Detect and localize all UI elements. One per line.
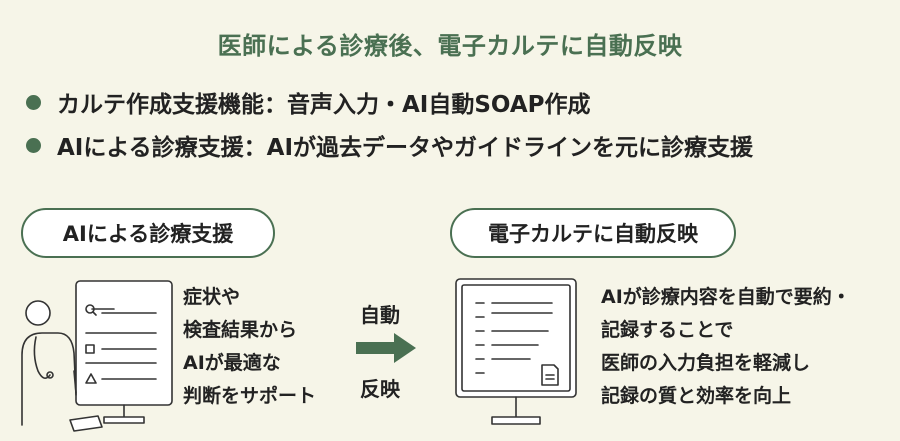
desc-line: 記録の質と効率を向上 bbox=[601, 385, 792, 407]
bullet-dot-icon bbox=[26, 137, 41, 153]
ai-support-description: 症状や 検査結果から AIが最適な 判断をサポート bbox=[183, 281, 316, 413]
desc-line: 検査結果から bbox=[183, 319, 298, 341]
desc-line: 記録することで bbox=[601, 319, 734, 341]
ai-support-pill: AIによる診療支援 bbox=[21, 208, 275, 258]
desc-line: 症状や bbox=[183, 286, 241, 308]
page-title: 医師による診療後、電子カルテに自動反映 bbox=[217, 32, 683, 60]
ehr-monitor-illustration bbox=[455, 278, 577, 425]
desc-line: AIが診療内容を自動で要約・ bbox=[601, 286, 851, 308]
bullet-item-ai-support: AIによる診療支援：AIが過去データやガイドラインを元に診療支援 bbox=[22, 128, 753, 162]
desc-line: 判断をサポート bbox=[183, 385, 317, 407]
desc-line: 医師の入力負担を軽減し bbox=[601, 352, 811, 374]
desc-line: AIが最適な bbox=[183, 352, 281, 374]
ehr-reflect-pill: 電子カルテに自動反映 bbox=[450, 208, 736, 258]
right-arrow-icon bbox=[356, 333, 416, 363]
bullet-dot-icon bbox=[26, 94, 41, 110]
arrow-label-bottom: 反映 bbox=[360, 377, 400, 401]
arrow-label-top: 自動 bbox=[360, 303, 400, 327]
bullet-item-karte-support: カルテ作成支援機能：音声入力・AI自動SOAP作成 bbox=[22, 85, 591, 119]
bullet-text: AIによる診療支援：AIが過去データやガイドラインを元に診療支援 bbox=[57, 135, 754, 161]
doctor-computer-illustration bbox=[21, 280, 173, 432]
ehr-reflect-description: AIが診療内容を自動で要約・ 記録することで 医師の入力負担を軽減し 記録の質と… bbox=[601, 281, 851, 413]
bullet-text: カルテ作成支援機能：音声入力・AI自動SOAP作成 bbox=[57, 92, 591, 118]
